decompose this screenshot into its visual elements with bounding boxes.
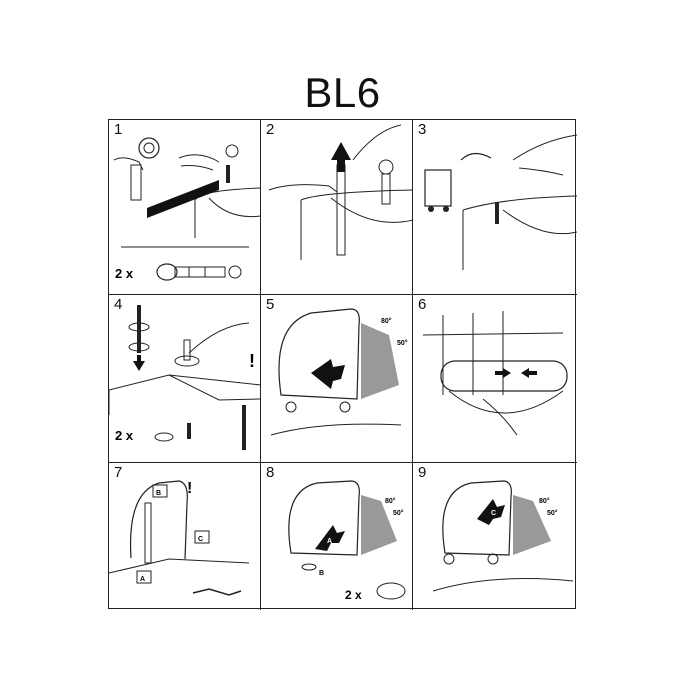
label-b: B: [156, 490, 161, 497]
angle-open: 80°: [385, 497, 396, 505]
quantity-label: 2 x: [115, 266, 134, 281]
angle-open: 80°: [381, 317, 392, 325]
step-number: 4: [114, 296, 123, 313]
step-6-panel: 6: [413, 295, 577, 463]
label-b: B: [319, 570, 324, 577]
step-8-illustration: A 80° 50° B 2 x: [288, 480, 406, 602]
step-number: 3: [418, 121, 427, 138]
step-number: 7: [114, 464, 123, 481]
step-6-illustration: [422, 311, 568, 436]
instruction-grid: 1 2 x 2: [108, 119, 577, 610]
step-9-panel: 9 C 80° 50°: [413, 463, 577, 610]
angle-close: 50°: [547, 509, 558, 517]
label-a: A: [327, 538, 332, 545]
step-9-illustration: C 80° 50°: [432, 480, 574, 592]
step-2-panel: 2: [261, 120, 413, 295]
step-7-panel: 7 B C A !: [109, 463, 261, 610]
step-7-illustration: B C A !: [109, 480, 250, 596]
quantity-label: 2 x: [345, 588, 362, 602]
step-number: 6: [418, 296, 427, 313]
angle-close: 50°: [397, 339, 408, 347]
step-number: 2: [266, 121, 275, 138]
step-5-panel: 5 80° 50°: [261, 295, 413, 463]
step-number: 5: [266, 296, 275, 313]
step-4-panel: 4 2 x !: [109, 295, 261, 463]
step-1-illustration: 2 x: [113, 137, 260, 281]
step-number: 8: [266, 464, 275, 481]
warning-mark: !: [249, 351, 255, 371]
step-3-panel: 3: [413, 120, 577, 295]
step-8-panel: 8 A 80° 50° B 2 x: [261, 463, 413, 610]
angle-open: 80°: [539, 497, 550, 505]
label-c: C: [491, 510, 496, 517]
step-1-panel: 1 2 x: [109, 120, 261, 295]
step-4-illustration: 2 x !: [109, 305, 260, 450]
step-number: 1: [114, 121, 123, 138]
warning-mark: !: [187, 480, 192, 497]
angle-close: 50°: [393, 509, 404, 517]
page-title: BL6: [304, 69, 381, 116]
step-2-illustration: [268, 124, 412, 260]
step-3-illustration: [424, 134, 577, 270]
label-a: A: [140, 576, 145, 583]
quantity-label: 2 x: [115, 428, 134, 443]
step-5-illustration: 80° 50°: [270, 308, 408, 436]
step-number: 9: [418, 464, 427, 481]
label-c: C: [198, 536, 203, 543]
